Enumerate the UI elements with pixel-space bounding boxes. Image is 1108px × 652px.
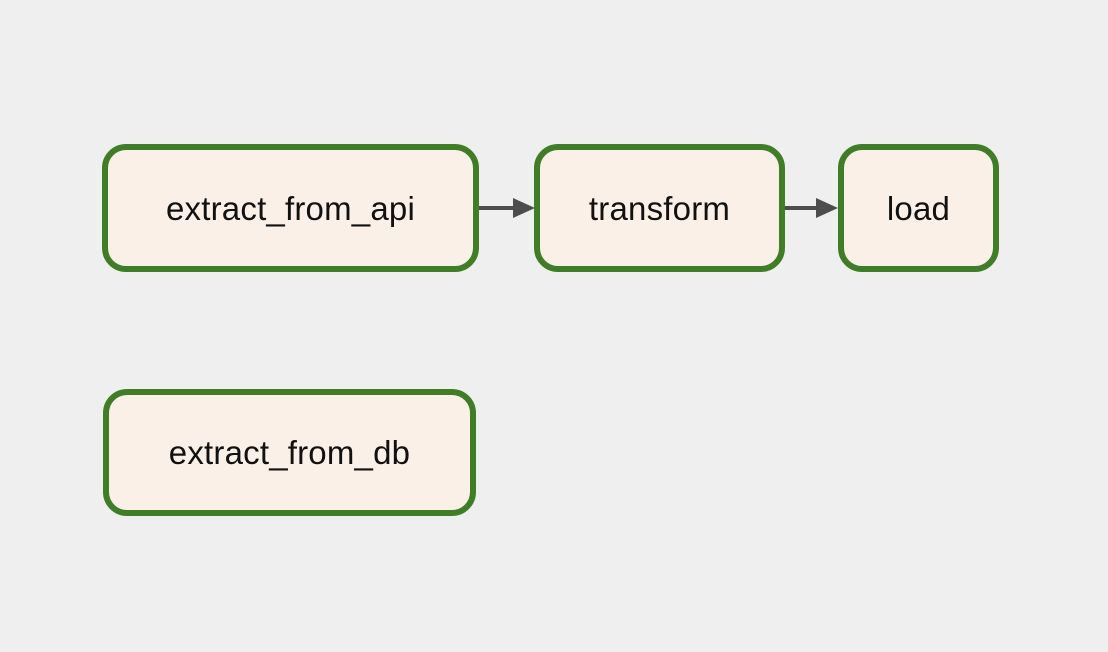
task-node-label: extract_from_api <box>166 189 415 227</box>
task-node-transform[interactable]: transform <box>534 144 785 272</box>
edge-arrow-transform-to-load <box>783 198 838 218</box>
task-node-load[interactable]: load <box>838 144 999 272</box>
task-node-label: extract_from_db <box>168 434 411 471</box>
task-node-extract_from_api[interactable]: extract_from_api <box>102 144 479 272</box>
task-node-label: transform <box>588 189 731 227</box>
task-node-label: load <box>886 189 951 227</box>
edge-arrow-extract_from_api-to-transform <box>477 198 535 218</box>
task-node-extract_from_db[interactable]: extract_from_db <box>103 389 476 516</box>
